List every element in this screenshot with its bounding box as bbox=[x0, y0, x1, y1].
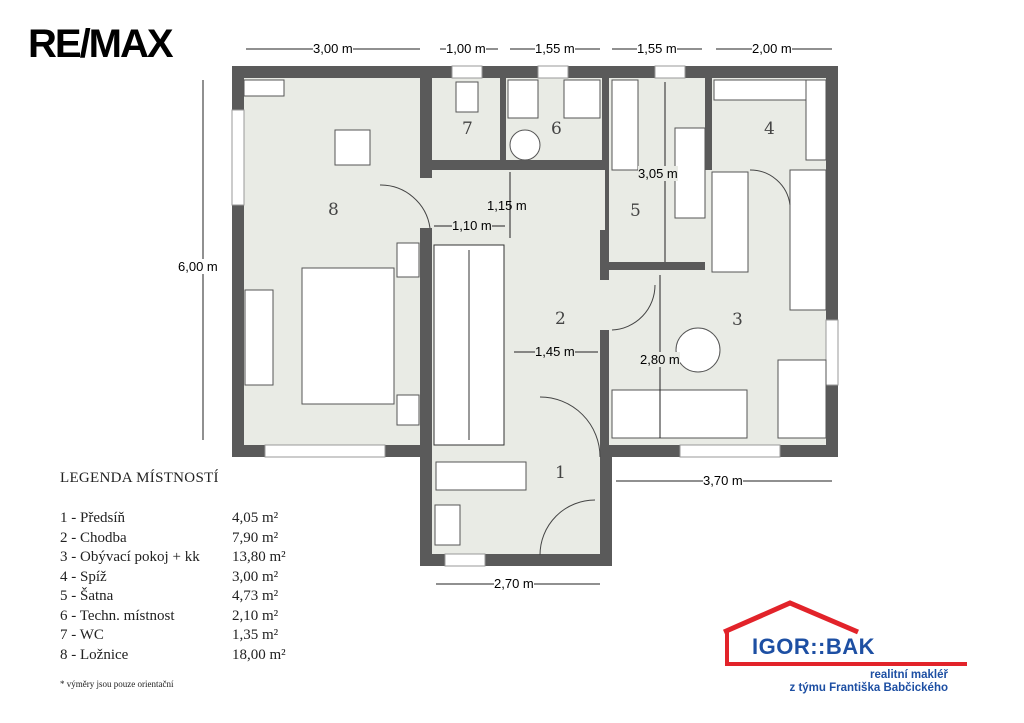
legend-row: 1 - Předsíň 4,05 m² bbox=[60, 509, 286, 529]
legend-room-area: 13,80 m² bbox=[232, 549, 286, 565]
windows bbox=[231, 65, 839, 567]
room-legend: LEGENDA MÍSTNOSTÍ 1 - Předsíň 4,05 m² 2 -… bbox=[60, 470, 286, 689]
room-label-5: 5 bbox=[630, 201, 641, 221]
furniture bbox=[243, 79, 827, 546]
remax-logo: RE/MAX bbox=[28, 22, 174, 66]
legend-room-area: 3,00 m² bbox=[232, 568, 279, 585]
legend-room-area: 7,90 m² bbox=[232, 529, 279, 546]
legend-room-area: 4,05 m² bbox=[232, 510, 279, 526]
legend-room-name: 6 - Techn. místnost bbox=[60, 607, 175, 624]
dim-top-2: 1,00 m bbox=[446, 41, 486, 56]
agent-line-1: realitní makléř bbox=[870, 669, 948, 681]
dim-top-5: 2,00 m bbox=[752, 41, 792, 56]
legend-room-name: 3 - Obývací pokoj + kk bbox=[60, 549, 200, 565]
legend-row: 4 - Spíž 3,00 m² bbox=[60, 568, 286, 588]
legend-row: 3 - Obývací pokoj + kk 13,80 m² bbox=[60, 548, 286, 568]
dim-room3: 2,80 m bbox=[640, 352, 680, 367]
legend-room-area: 4,73 m² bbox=[232, 588, 279, 604]
legend-room-area: 18,00 m² bbox=[232, 646, 286, 663]
room-label-1: 1 bbox=[555, 463, 566, 483]
dim-top-3: 1,55 m bbox=[535, 41, 575, 56]
room-2-upper bbox=[505, 170, 605, 230]
legend-room-name: 2 - Chodba bbox=[60, 529, 127, 546]
room-label-7: 7 bbox=[462, 119, 473, 139]
legend-room-name: 4 - Spíž bbox=[60, 568, 107, 585]
dim-top-4: 1,55 m bbox=[637, 41, 677, 56]
room-label-8: 8 bbox=[328, 200, 339, 220]
legend-row: 2 - Chodba 7,90 m² bbox=[60, 529, 286, 549]
dim-left: 6,00 m bbox=[178, 259, 218, 274]
legend-note: * výměry jsou pouze orientační bbox=[60, 679, 174, 689]
agent-brand: IGOR::BAK bbox=[752, 634, 876, 659]
legend-room-name: 5 - Šatna bbox=[60, 588, 114, 604]
room-label-2: 2 bbox=[555, 309, 566, 329]
legend-room-area: 1,35 m² bbox=[232, 627, 279, 643]
dim-hall-a: 1,15 m bbox=[487, 198, 527, 213]
legend-room-name: 1 - Předsíň bbox=[60, 510, 125, 526]
legend-room-name: 7 - WC bbox=[60, 627, 104, 643]
room-label-3: 3 bbox=[732, 310, 743, 330]
legend-room-name: 8 - Ložnice bbox=[60, 646, 129, 663]
room-label-6: 6 bbox=[551, 119, 562, 139]
legend-title: LEGENDA MÍSTNOSTÍ bbox=[60, 470, 219, 486]
dim-bottom-right: 3,70 m bbox=[703, 473, 743, 488]
door-arcs bbox=[379, 169, 791, 556]
dim-hall-b: 1,10 m bbox=[452, 218, 492, 233]
dim-hall-c: 1,45 m bbox=[535, 344, 575, 359]
legend-row: 5 - Šatna 4,73 m² bbox=[60, 587, 286, 607]
dim-top-1: 3,00 m bbox=[313, 41, 353, 56]
room-label-4: 4 bbox=[764, 119, 775, 139]
agent-line-2: z týmu Františka Babčického bbox=[789, 682, 949, 694]
legend-row: 7 - WC 1,35 m² bbox=[60, 626, 286, 646]
staircase bbox=[433, 244, 505, 446]
legend-row: 6 - Techn. místnost 2,10 m² bbox=[60, 607, 286, 627]
legend-row: 8 - Ložnice 18,00 m² bbox=[60, 646, 286, 666]
dim-bottom-entry: 2,70 m bbox=[494, 576, 534, 591]
dim-room5: 3,05 m bbox=[638, 166, 678, 181]
legend-room-area: 2,10 m² bbox=[232, 607, 279, 624]
